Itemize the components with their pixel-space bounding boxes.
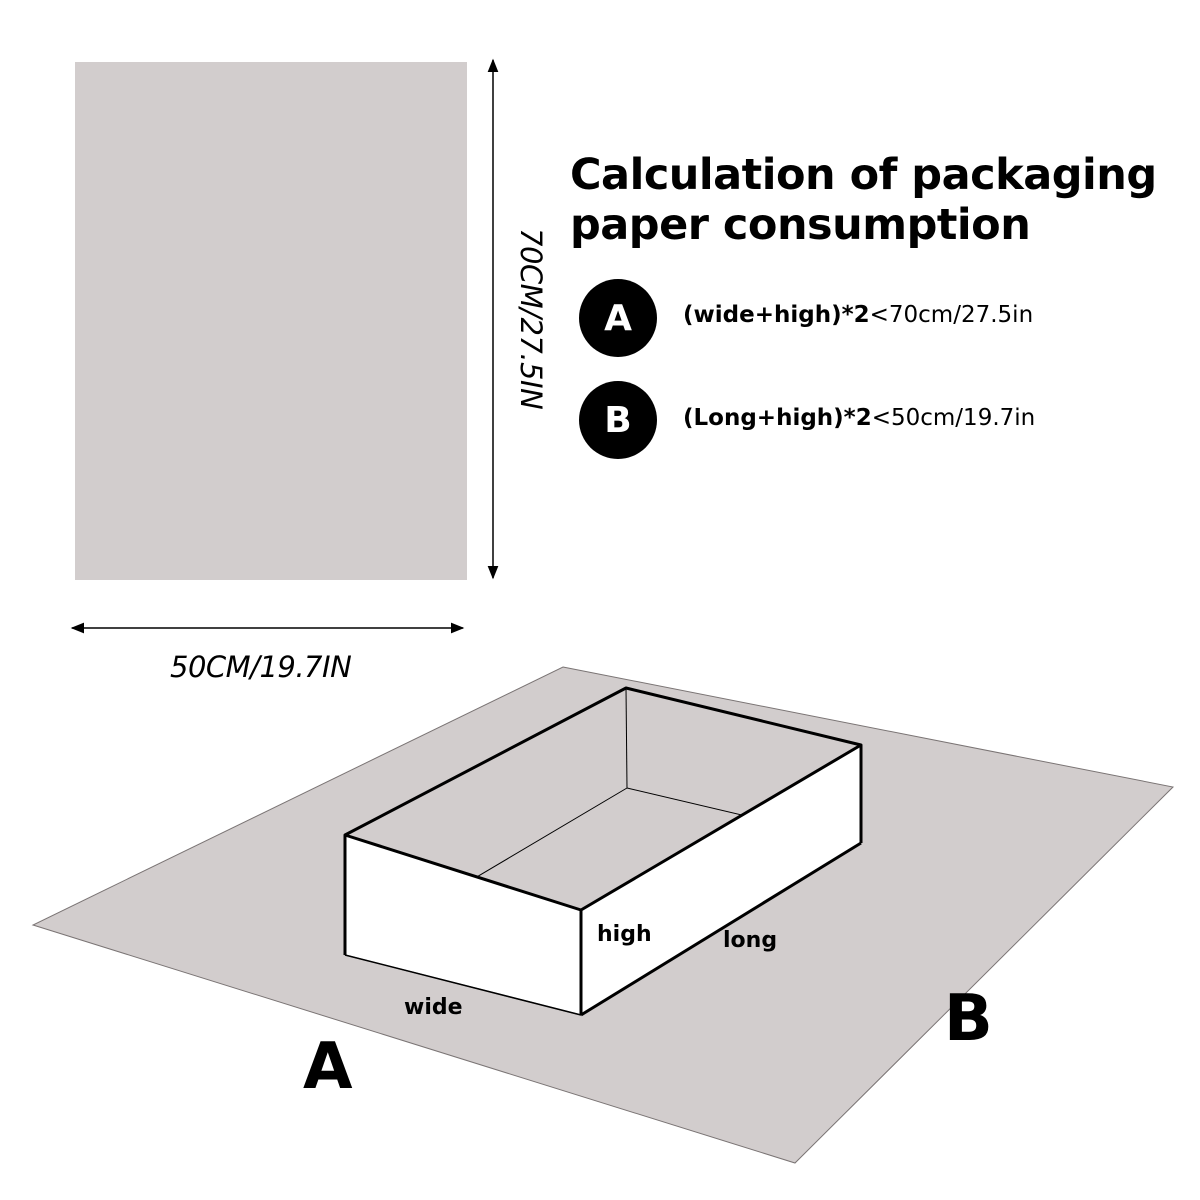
side-a-letter: A [303, 1030, 353, 1104]
box-outline [343, 686, 863, 1017]
title-line-1: Calculation of packaging [570, 150, 1157, 200]
page-title: Calculation of packaging paper consumpti… [570, 150, 1190, 250]
box-side-face [581, 745, 861, 1015]
box-long-label: long [723, 928, 778, 953]
side-b-letter: B [944, 982, 993, 1056]
sheet-height-label: 70CM/27.5IN [514, 228, 548, 410]
formula-a: (wide+high)*2<70cm/27.5in [683, 302, 1033, 328]
box-high-label: high [597, 922, 652, 947]
formula-b-expression: (Long+high)*2 [683, 405, 872, 431]
sheet-width-label: 50CM/19.7IN [170, 650, 352, 684]
formula-a-expression: (wide+high)*2 [683, 302, 870, 328]
formula-b-limit: <50cm/19.7in [871, 405, 1036, 431]
badge-a: A [579, 279, 657, 357]
title-line-2: paper consumption [570, 200, 1031, 250]
paper-sheet [75, 62, 467, 580]
formula-b: (Long+high)*2<50cm/19.7in [683, 405, 1035, 431]
badge-b: B [579, 381, 657, 459]
box-wide-label: wide [404, 995, 463, 1020]
box-bottom-front-edge [344, 954, 582, 1016]
formula-a-limit: <70cm/27.5in [869, 302, 1034, 328]
